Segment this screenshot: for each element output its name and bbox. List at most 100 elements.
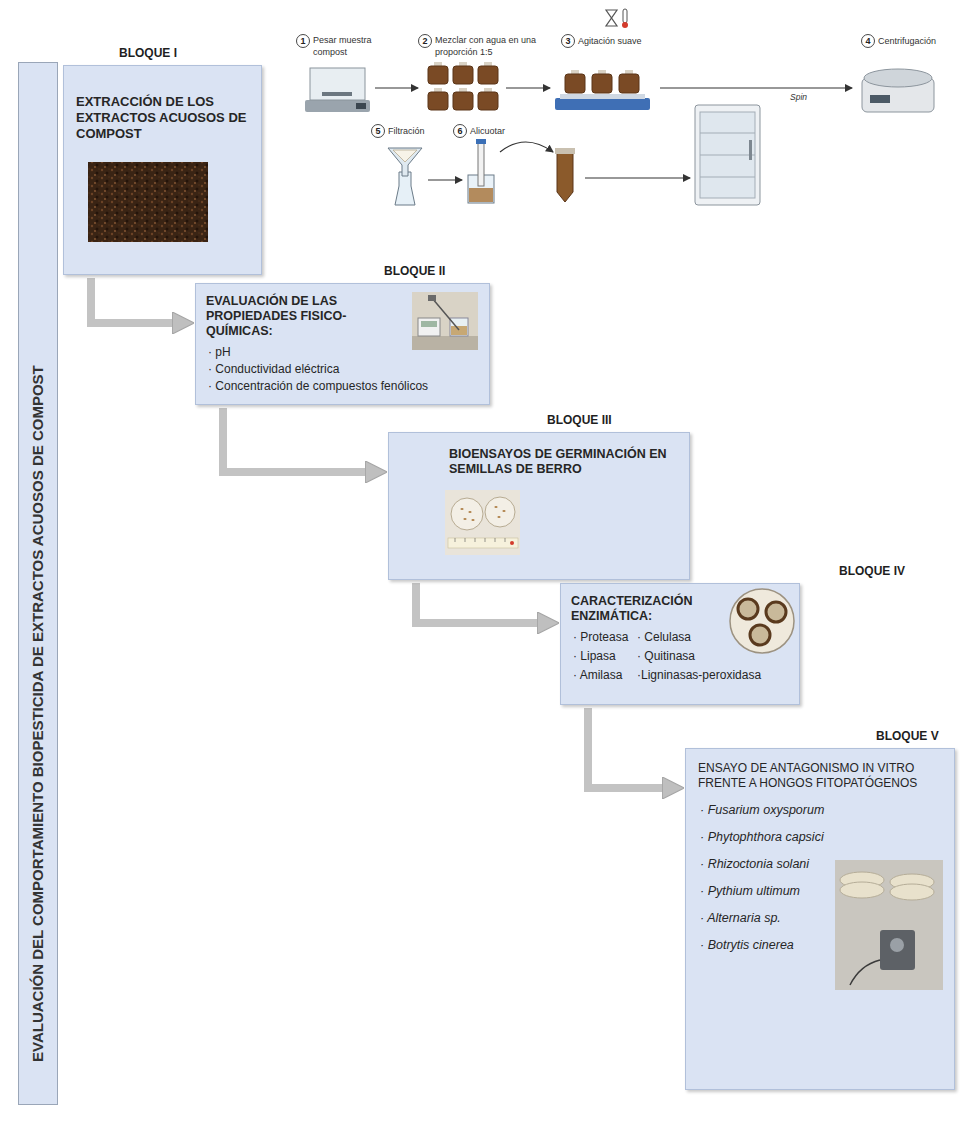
scale-icon [305,100,370,112]
label-holder: 4 [861,35,875,47]
step-label: Filtración [388,125,448,137]
lab-photo [421,321,437,327]
text-holder: · Proteasa [573,630,637,645]
centrifuge-icon [862,69,934,112]
centrifuge-icon [870,95,890,103]
text-holder: · Concentración de compuestos fenólicos [208,379,478,394]
step-label: Alicuotar [470,125,530,137]
step-circle [372,125,385,138]
stirrer-icon [619,74,639,93]
text-holder: ENSAYO DE ANTAGONISMO IN VITRO FRENTE A … [698,761,944,791]
bottles-icon [428,92,448,110]
block-title: EXTRACCIÓN DE LOS EXTRACTOS ACUOSOS DE C… [76,94,252,142]
pipette-icon [476,139,486,144]
compost-photo [88,162,208,242]
block-box: BLOQUE IIIBIOENSAYOS DE GERMINACIÓN EN S… [388,432,690,580]
step-number: 5 [371,125,385,137]
stirrer-icon [598,70,606,74]
germination-photo [494,506,497,508]
antagonism-photo [835,860,943,990]
band-title: EVALUACIÓN DEL COMPORTAMIENTO BIOPESTICI… [27,84,49,1084]
list-item: · Amilasa [573,668,637,683]
hourglass-icon [606,10,617,26]
fridge-icon [700,112,755,198]
petri-dish-photo [730,589,794,653]
list-item: · Conductividad eléctrica [208,362,478,377]
germination-photo [485,538,486,542]
hourglass-icon [606,10,617,26]
block-box: BLOQUE VENSAYO DE ANTAGONISMO IN VITRO F… [685,748,955,1090]
label-holder: 3 [561,35,575,47]
text-holder: ·Ligninasas-peroxidasa [637,668,787,683]
process-arrow [428,142,690,180]
species-item: · Botrytis cinerea [700,938,835,953]
step-circle [562,35,575,48]
species-item: · Phytophthora capsici [700,830,835,845]
block-heading: BLOQUE II [384,264,484,279]
bottles-icon [434,62,442,66]
block-heading: BLOQUE III [547,413,657,428]
list-item: · Proteasa [573,630,637,645]
bottles-icon [459,62,467,66]
species-item: · Fusarium oxysporum [700,803,835,818]
germination-photo [463,518,466,520]
text-holder: · Quitinasa [637,649,787,664]
step-circle [862,35,875,48]
block-box: BLOQUE IEXTRACCIÓN DE LOS EXTRACTOS ACUO… [63,65,262,275]
text-holder: · Phytophthora capsici [700,830,835,845]
lab-photo [428,295,436,301]
stirrer-icon [565,74,585,93]
label-holder: Centrifugación [878,35,954,47]
title-band: EVALUACIÓN DEL COMPORTAMIENTO BIOPESTICI… [18,62,58,1105]
germination-photo [497,516,500,518]
bottles-icon [453,92,473,110]
flow-arrow [223,408,372,472]
pipette-icon [468,139,494,203]
stirrer-icon [555,98,650,110]
text-holder: BLOQUE II [384,264,484,279]
germination-photo [475,538,476,542]
text-holder: CARACTERIZACIÓN ENZIMÁTICA: [571,594,726,624]
scale-icon [310,68,365,100]
text-holder: EVALUACIÓN DE LAS PROPIEDADES FISICO- QU… [206,294,411,339]
petri-dish-photo [750,625,770,645]
fridge-icon [700,133,755,134]
bottles-icon [428,66,448,84]
bottles-icon [453,66,473,84]
bottles-icon [478,66,498,84]
text-holder: · Celulasa [637,630,787,645]
list-item: · Lipasa [573,649,637,664]
lab-photo [432,298,459,330]
germination-photo [445,490,520,555]
step-label: Pesar muestra compost [313,34,385,58]
bottles-icon [484,62,492,66]
text-holder: BLOQUE IV [839,564,929,579]
process-arrow [660,87,852,88]
fridge-icon [700,177,755,178]
step-number: 2 [418,35,432,47]
block-title: CARACTERIZACIÓN ENZIMÁTICA: [571,594,726,624]
block-title: EVALUACIÓN DE LAS PROPIEDADES FISICO- QU… [206,294,411,339]
pipette-icon [478,142,484,186]
stirrer-icon [555,70,650,110]
block-box: BLOQUE IIEVALUACIÓN DE LAS PROPIEDADES F… [195,283,490,405]
block-heading: BLOQUE V [876,729,951,744]
antagonism-photo [840,882,884,898]
compost-photo [88,162,208,242]
bottles-icon [484,88,492,92]
list-item: · Celulasa [637,630,787,645]
germination-photo [502,510,505,512]
block-title: BIOENSAYOS DE GERMINACIÓN EN SEMILLAS DE… [449,447,679,477]
antagonism-photo [890,874,934,890]
process-arrow [375,88,852,89]
bottles-icon [434,88,442,92]
germination-photo [451,498,483,530]
text-holder: · Alternaria sp. [700,911,835,926]
flow-arrow [416,583,544,623]
centrifuge-icon [864,69,932,87]
germination-photo [445,490,520,555]
step-circle [454,125,467,138]
text-holder: · pH [208,345,478,360]
germination-photo [495,538,496,542]
